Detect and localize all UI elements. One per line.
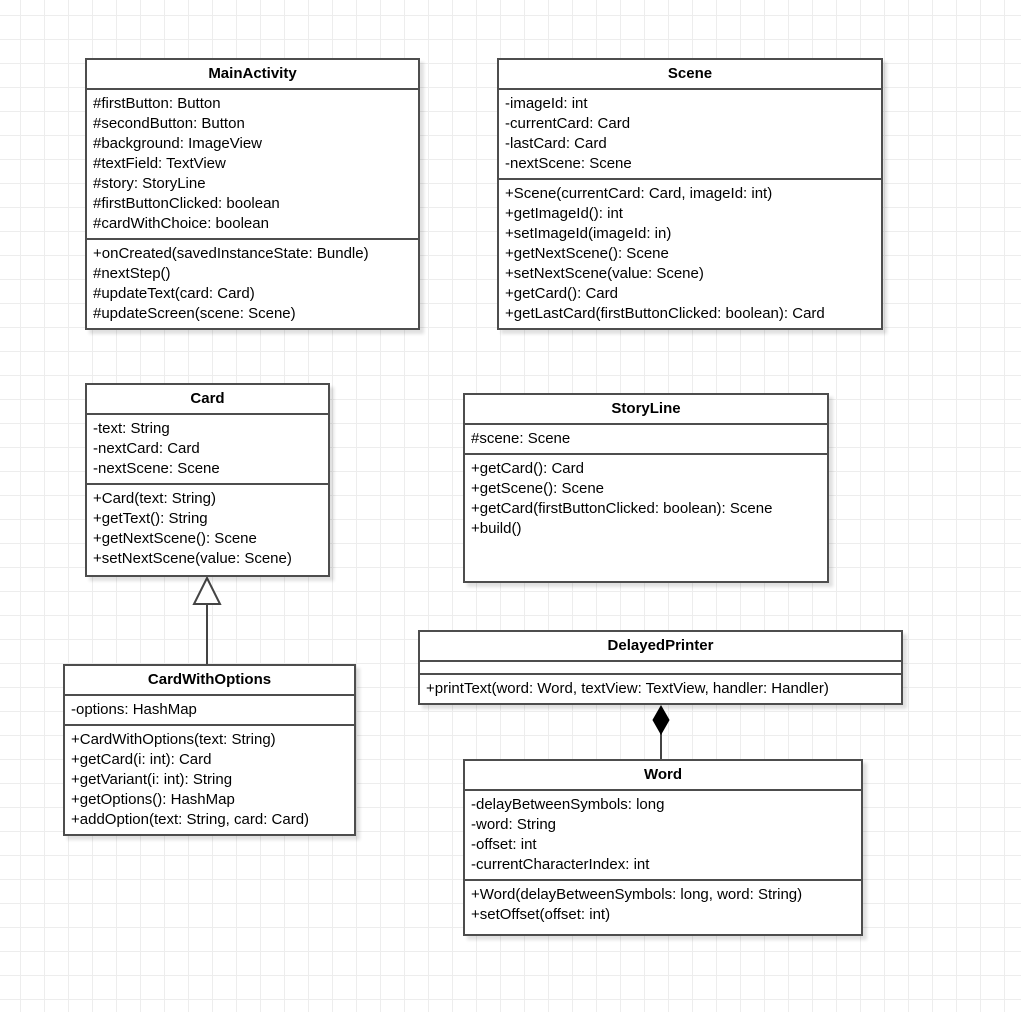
class-title: Scene [499, 60, 881, 90]
class-methods: +onCreated(savedInstanceState: Bundle) #n… [87, 238, 418, 328]
class-attributes [420, 662, 901, 673]
member-line: #scene: Scene [471, 430, 571, 447]
member-line: +Word(delayBetweenSymbols: long, word: S… [471, 886, 803, 903]
member-line: +printText(word: Word, textView: TextVie… [426, 680, 829, 697]
class-box-card[interactable]: Card -text: String -nextCard: Card -nextSc… [85, 383, 330, 577]
class-attributes: #scene: Scene [465, 425, 827, 453]
member-line: -nextScene: Scene [505, 155, 632, 172]
class-title: Card [87, 385, 328, 415]
class-box-storyline[interactable]: StoryLine #scene: Scene +getCard(): Card… [463, 393, 829, 583]
member-line: +getNextScene(): Scene [93, 530, 257, 547]
inheritance-connector[interactable] [192, 575, 222, 665]
member-line: -imageId: int [505, 95, 588, 112]
member-line: -currentCard: Card [505, 115, 631, 132]
class-title: DelayedPrinter [420, 632, 901, 662]
member-line: +setImageId(imageId: in) [505, 225, 672, 242]
member-line: -offset: int [471, 836, 537, 853]
member-line: +setNextScene(value: Scene) [505, 265, 704, 282]
class-attributes: -delayBetweenSymbols: long -word: String -… [465, 791, 861, 879]
class-methods: +Card(text: String) +getText(): String +ge… [87, 483, 328, 575]
member-line: #secondButton: Button [93, 115, 245, 132]
class-title: CardWithOptions [65, 666, 354, 696]
class-box-cardwithoptions[interactable]: CardWithOptions -options: HashMap +CardW… [63, 664, 356, 836]
member-line: -word: String [471, 816, 557, 833]
class-methods: +Word(delayBetweenSymbols: long, word: S… [465, 879, 861, 934]
member-line: +CardWithOptions(text: String) [71, 731, 276, 748]
composition-connector[interactable] [652, 704, 670, 760]
member-line: -nextScene: Scene [93, 460, 220, 477]
class-title: StoryLine [465, 395, 827, 425]
class-box-scene[interactable]: Scene -imageId: int -currentCard: Card -la… [497, 58, 883, 330]
member-line: +getCard(i: int): Card [71, 751, 212, 768]
class-box-word[interactable]: Word -delayBetweenSymbols: long -word: St… [463, 759, 863, 936]
member-line: #updateScreen(scene: Scene) [93, 305, 296, 322]
class-title: MainActivity [87, 60, 418, 90]
class-attributes: -imageId: int -currentCard: Card -lastCard… [499, 90, 881, 178]
member-line: -delayBetweenSymbols: long [471, 796, 665, 813]
class-methods: +Scene(currentCard: Card, imageId: int) +… [499, 178, 881, 328]
member-line: -text: String [93, 420, 170, 437]
member-line: #updateText(card: Card) [93, 285, 255, 302]
class-methods: +CardWithOptions(text: String) +getCard(i… [65, 724, 354, 834]
member-line: +getCard(firstButtonClicked: boolean): S… [471, 500, 773, 517]
member-line: +getLastCard(firstButtonClicked: boolean… [505, 305, 825, 322]
class-attributes: #firstButton: Button #secondButton: Butto… [87, 90, 418, 238]
member-line: #background: ImageView [93, 135, 262, 152]
member-line: +getImageId(): int [505, 205, 623, 222]
inheritance-triangle-icon [192, 575, 222, 605]
class-box-delayedprinter[interactable]: DelayedPrinter +printText(word: Word, te… [418, 630, 903, 705]
member-line: #cardWithChoice: boolean [93, 215, 269, 232]
member-line: +getScene(): Scene [471, 480, 605, 497]
member-line: +getOptions(): HashMap [71, 791, 235, 808]
class-attributes: -text: String -nextCard: Card -nextScene: … [87, 415, 328, 483]
member-line: #firstButton: Button [93, 95, 221, 112]
class-methods: +getCard(): Card +getScene(): Scene +getCa… [465, 453, 827, 581]
member-line: +setOffset(offset: int) [471, 906, 611, 923]
member-line: -currentCharacterIndex: int [471, 856, 650, 873]
class-methods: +printText(word: Word, textView: TextVie… [420, 673, 901, 703]
member-line: -options: HashMap [71, 701, 197, 718]
member-line: +build() [471, 520, 522, 537]
member-line: +setNextScene(value: Scene) [93, 550, 292, 567]
class-title: Word [465, 761, 861, 791]
member-line: #nextStep() [93, 265, 171, 282]
member-line: -nextCard: Card [93, 440, 200, 457]
member-line: #textField: TextView [93, 155, 226, 172]
class-box-mainactivity[interactable]: MainActivity #firstButton: Button #second… [85, 58, 420, 330]
member-line: +Scene(currentCard: Card, imageId: int) [505, 185, 773, 202]
member-line: +Card(text: String) [93, 490, 216, 507]
member-line: -lastCard: Card [505, 135, 607, 152]
member-line: #firstButtonClicked: boolean [93, 195, 280, 212]
member-line: +getText(): String [93, 510, 208, 527]
member-line: #story: StoryLine [93, 175, 206, 192]
member-line: +getCard(): Card [505, 285, 618, 302]
member-line: +getNextScene(): Scene [505, 245, 669, 262]
class-attributes: -options: HashMap [65, 696, 354, 724]
member-line: +onCreated(savedInstanceState: Bundle) [93, 245, 369, 262]
member-line: +addOption(text: String, card: Card) [71, 811, 310, 828]
member-line: +getCard(): Card [471, 460, 584, 477]
composition-diamond-icon [652, 704, 670, 736]
member-line: +getVariant(i: int): String [71, 771, 233, 788]
